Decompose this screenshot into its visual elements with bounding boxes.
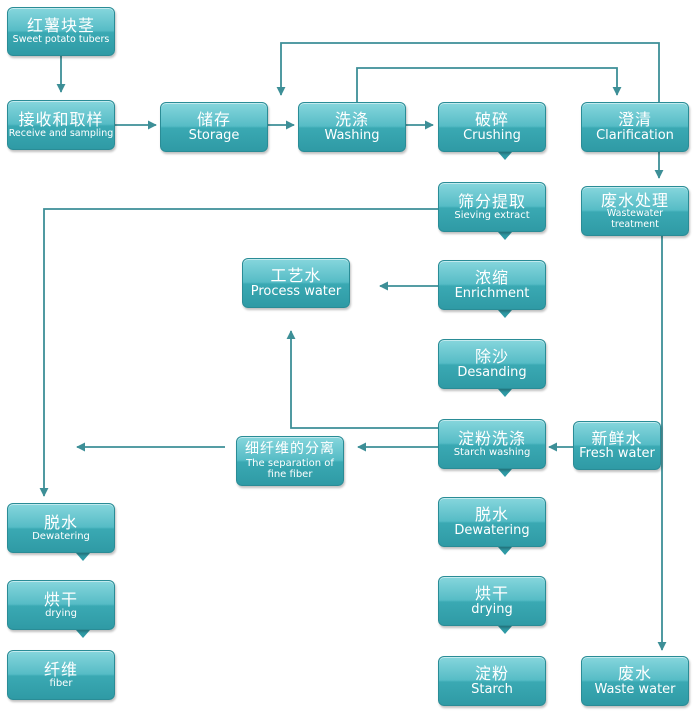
node-label-zh: 红薯块茎 (26, 16, 95, 36)
node-crushing: 破碎 Crushing (438, 102, 546, 152)
node-label-en: Starch (471, 681, 513, 697)
node-clarification: 澄清 Clarification (581, 102, 689, 152)
node-label-en-line2: fine fiber (267, 468, 313, 480)
node-label-en: drying (45, 608, 77, 620)
triangle-drying-right (498, 626, 512, 634)
node-label-zh: 脱水 (43, 512, 78, 532)
node-label-zh: 浓缩 (474, 268, 509, 288)
node-label-en: Sieving extract (454, 210, 530, 222)
node-fiber: 纤维 fiber (7, 650, 115, 700)
node-label-zh: 烘干 (474, 584, 509, 604)
triangle-sieving (498, 232, 512, 240)
node-washing: 洗涤 Washing (298, 102, 406, 152)
triangle-desanding (498, 389, 512, 397)
node-dewatering-right: 脱水 Dewatering (438, 497, 546, 547)
node-label-en: Enrichment (454, 285, 530, 301)
node-label-zh: 细纤维的分离 (245, 441, 335, 458)
triangle-starch-washing (498, 469, 512, 477)
node-sweet-potato-tubers: 红薯块茎 Sweet potato tubers (7, 7, 115, 56)
node-process-water: 工艺水 Process water (242, 258, 350, 308)
node-label-en: Crushing (463, 127, 521, 143)
arrow-clarification-to-storage (276, 42, 660, 102)
node-label-zh: 工艺水 (270, 266, 322, 286)
arrow-starch-washing-to-process-water (286, 330, 438, 429)
node-label-en: Storage (188, 127, 240, 143)
node-label-zh: 脱水 (474, 505, 509, 525)
node-label-en-line1: The separation of (246, 457, 334, 469)
node-label-zh: 洗涤 (334, 110, 369, 130)
node-label-zh: 新鲜水 (591, 428, 643, 448)
arrow-sieving-to-dewatering (39, 208, 438, 497)
node-drying-left: 烘干 drying (7, 580, 115, 630)
node-label-zh: 接收和取样 (18, 109, 104, 129)
node-label-en: fiber (49, 678, 73, 690)
node-label-en: drying (471, 601, 513, 617)
node-label-en: Clarification (596, 127, 674, 143)
node-label-en: Desanding (457, 364, 527, 380)
node-label-en: Waste water (594, 681, 676, 697)
triangle-enrichment (498, 310, 512, 318)
node-label-zh: 澄清 (617, 110, 652, 130)
node-label-zh: 破碎 (474, 110, 509, 130)
arrow-washing-to-clarification (356, 67, 622, 102)
triangle-dewatering-left (76, 553, 90, 561)
node-label-zh: 储存 (196, 110, 231, 130)
triangle-dewatering-right (498, 547, 512, 555)
node-label-en: Wastewater treatment (606, 208, 664, 230)
node-label-zh: 淀粉洗涤 (457, 428, 526, 448)
node-label-zh: 筛分提取 (457, 191, 526, 211)
node-starch: 淀粉 Starch (438, 656, 546, 706)
node-label-en: Fresh water (579, 446, 655, 462)
triangle-drying-left (76, 630, 90, 638)
node-dewatering-left: 脱水 Dewatering (7, 503, 115, 553)
node-label-en: Starch washing (453, 447, 531, 459)
node-wastewater-treatment: 废水处理 Wastewater treatment (581, 186, 689, 236)
node-enrichment: 浓缩 Enrichment (438, 260, 546, 310)
node-label-en: Dewatering (32, 531, 90, 543)
node-label-zh: 除沙 (474, 347, 509, 367)
triangle-crushing (498, 152, 512, 160)
node-label-zh: 纤维 (43, 659, 78, 679)
node-drying-right: 烘干 drying (438, 576, 546, 626)
node-label-en: Process water (250, 283, 342, 299)
node-waste-water: 废水 Waste water (581, 656, 689, 706)
node-label-zh: 废水处理 (600, 190, 669, 210)
node-desanding: 除沙 Desanding (438, 339, 546, 389)
node-label-zh: 废水 (617, 664, 652, 684)
node-receive-and-sampling: 接收和取样 Receive and sampling (7, 100, 115, 150)
node-fine-fiber-separation: 细纤维的分离 The separation of fine fiber (236, 436, 344, 486)
node-label-en: Receive and sampling (8, 127, 114, 139)
node-fresh-water: 新鲜水 Fresh water (573, 421, 661, 470)
node-label-zh: 烘干 (43, 589, 78, 609)
node-starch-washing: 淀粉洗涤 Starch washing (438, 419, 546, 469)
node-storage: 储存 Storage (160, 102, 268, 152)
node-label-en: Sweet potato tubers (12, 34, 110, 46)
node-label-en: Washing (324, 127, 380, 143)
node-label-zh: 淀粉 (474, 664, 509, 684)
node-sieving-extract: 筛分提取 Sieving extract (438, 182, 546, 232)
node-label-en: Dewatering (454, 522, 530, 538)
